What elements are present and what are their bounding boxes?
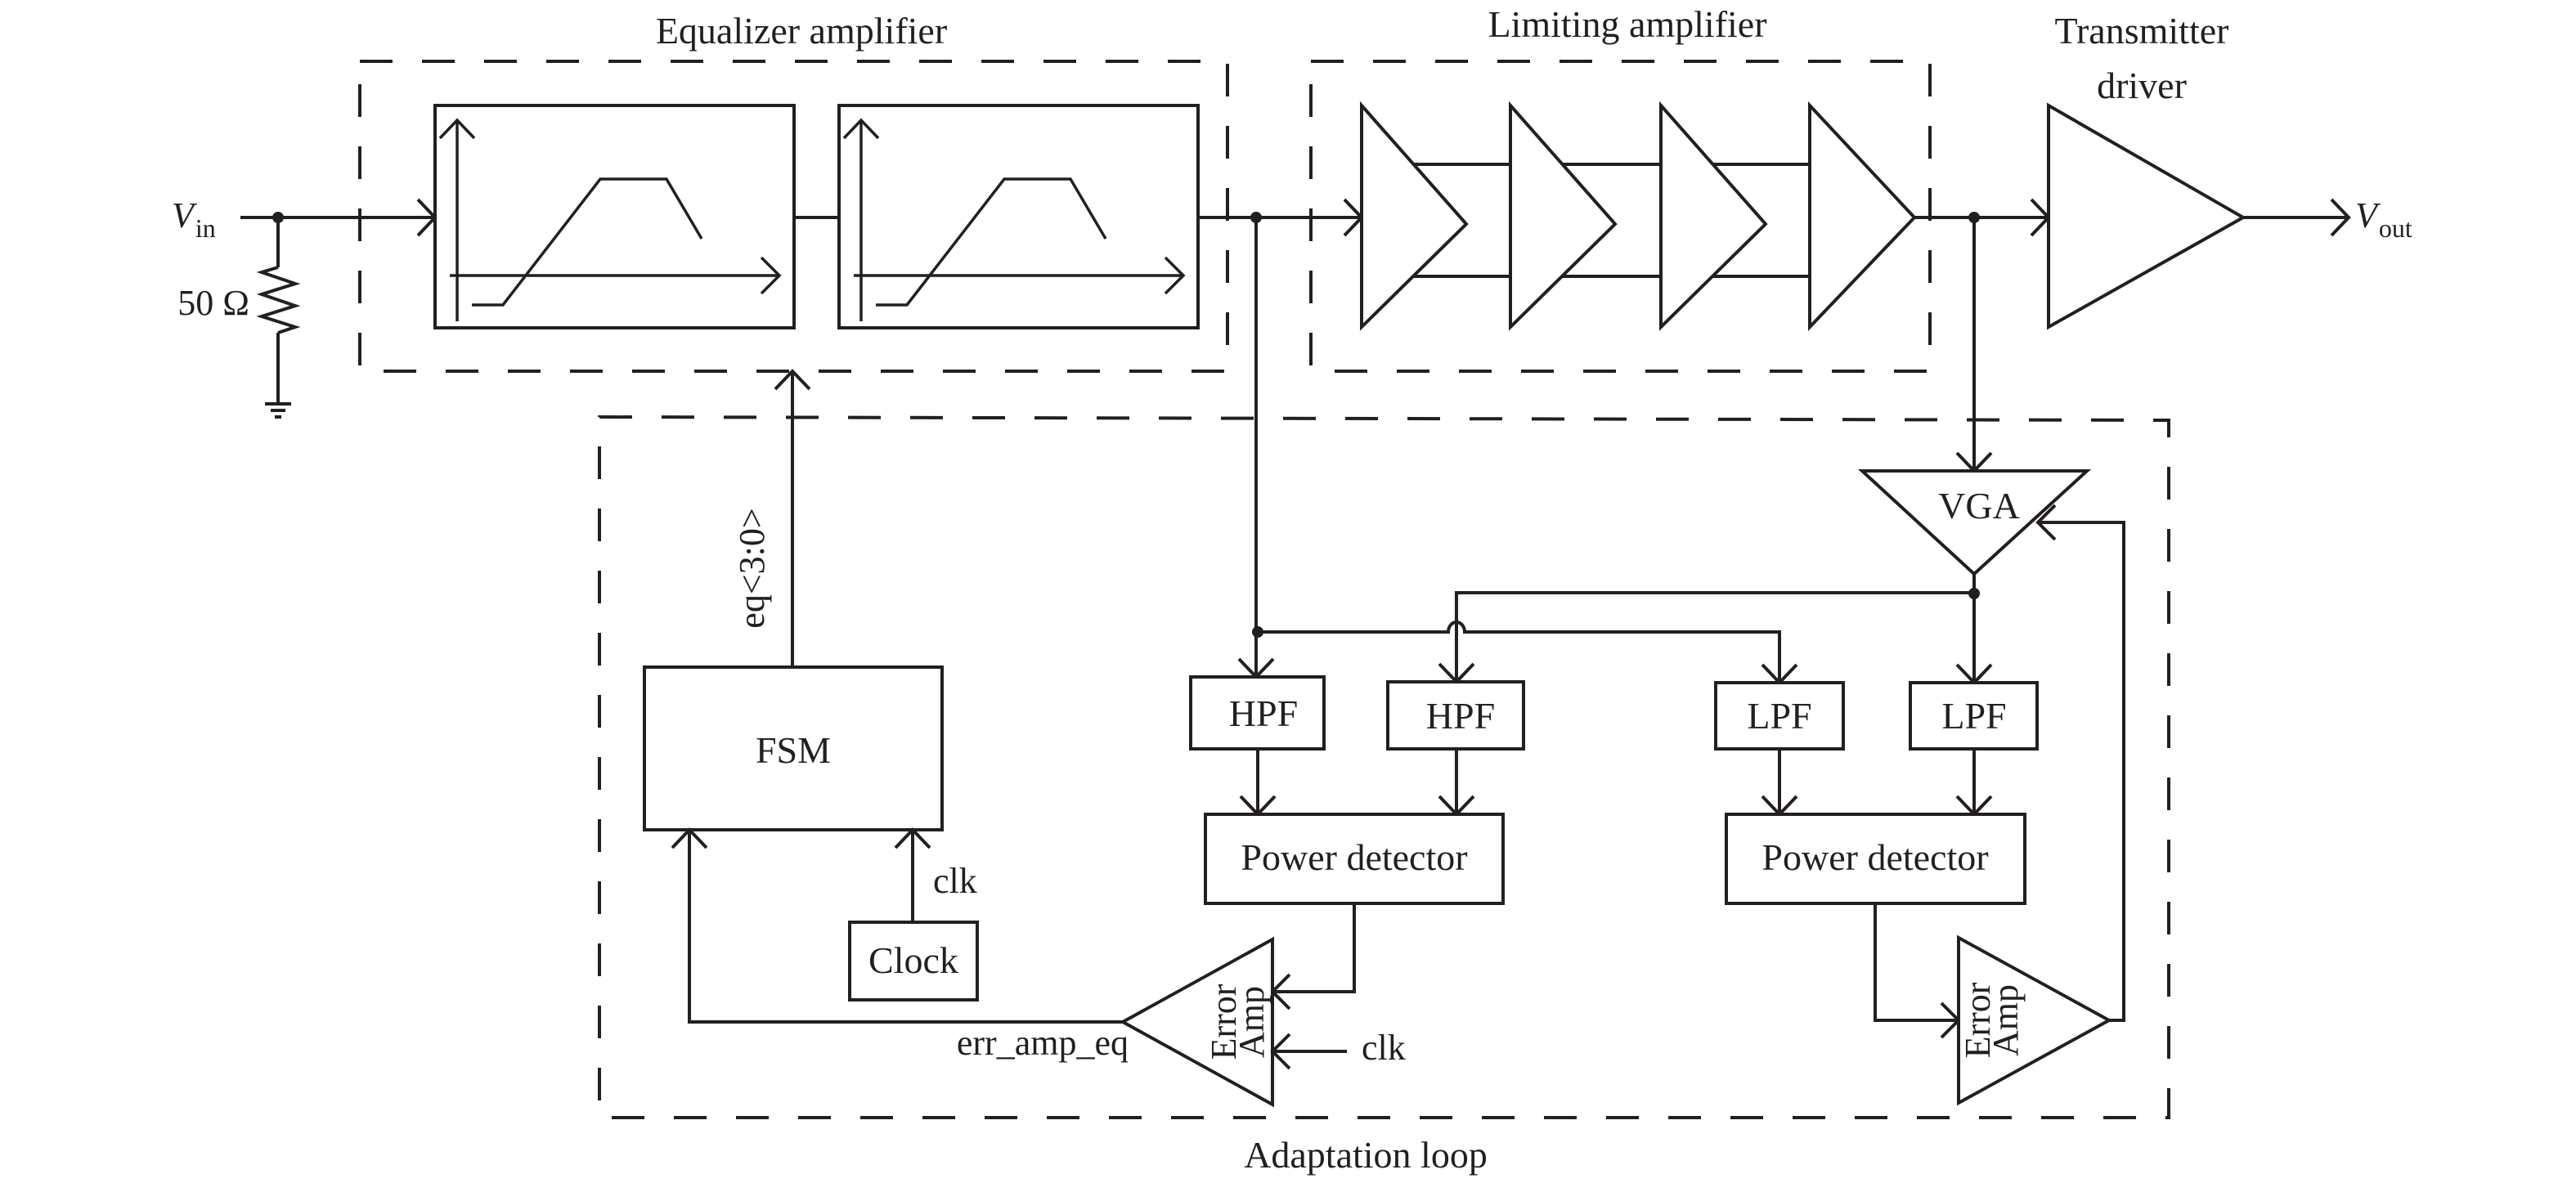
error-amp2-label-line1: Error: [1958, 982, 1998, 1058]
clock-label: Clock: [868, 939, 958, 981]
limiting-stage-4: [1808, 101, 1917, 331]
equalizer-stage-box: [837, 104, 1200, 329]
clk-err-arrowhead: [1270, 1033, 1291, 1070]
error-amp1-label-line2: Amp: [1232, 986, 1272, 1058]
clock-block: [848, 921, 979, 1002]
vga-label: VGA: [1938, 485, 2020, 527]
error-amp2-label-line2: Amp: [1986, 984, 2026, 1056]
limiting-stage-3: [1659, 101, 1768, 331]
error-amp2-triangle: [1957, 934, 2113, 1106]
hpf-to-lpf1-wire: [1258, 621, 1781, 683]
pd1-err-wire: [1272, 903, 1356, 993]
eq-bus-arrowhead: [774, 369, 811, 391]
pd1-label: Power detector: [1241, 836, 1467, 878]
y-axis-arrowhead: [842, 118, 880, 140]
fsm-label: FSM: [756, 729, 831, 771]
resistor-icon: [256, 266, 301, 334]
adaptation-title: Adaptation loop: [1244, 1134, 1488, 1176]
frequency-response-curve: [472, 177, 703, 307]
clk-fsm-label: clk: [933, 861, 977, 901]
vga-to-hpf2-wire: [1455, 591, 1974, 682]
vout-sub: out: [2379, 213, 2412, 243]
vout-arrowhead: [2330, 198, 2351, 237]
vout-label: Vout: [2355, 195, 2412, 243]
vin-main: V: [172, 195, 198, 235]
vin-sub: in: [195, 213, 216, 243]
err-eq-arrowhead: [671, 827, 708, 849]
equalizer-stage-1: [433, 104, 796, 329]
ground-icon: [265, 402, 291, 419]
equalizer-title: Equalizer amplifier: [656, 10, 947, 52]
pd2-label: Power detector: [1761, 836, 1988, 878]
vin-label: Vin: [172, 195, 216, 243]
equalizer-stage-2: [837, 104, 1200, 329]
y-axis-arrowhead: [438, 118, 476, 140]
x-axis-arrowhead: [760, 256, 782, 295]
transmitter-driver-triangle: [2047, 102, 2247, 330]
eq-bus-label: eq<3:0>: [732, 508, 772, 628]
clk-err-label: clk: [1362, 1028, 1406, 1068]
limiting-stage-1: [1360, 101, 1469, 331]
limiting-stages: [1360, 101, 1917, 331]
pd2-block: [1725, 813, 2026, 905]
vga-output-node: [1968, 588, 1980, 599]
driver-title-line1: Transmitter: [2055, 10, 2229, 52]
resistor-label: 50 Ω: [177, 283, 249, 323]
x-axis-arrowhead: [1164, 256, 1186, 295]
lpf1-label: LPF: [1747, 695, 1811, 737]
pd1-block: [1204, 813, 1505, 905]
hpf2-label: HPF: [1426, 695, 1495, 737]
vga-triangle: [1857, 469, 2092, 576]
error-amp1-label-line1: Error: [1204, 984, 1244, 1060]
clk-fsm-arrowhead: [894, 827, 931, 849]
hpf1-label: HPF: [1229, 692, 1298, 734]
limiting-title: Limiting amplifier: [1488, 3, 1766, 45]
equalizer-stage-box: [433, 104, 796, 329]
err-eq-label: err_amp_eq: [957, 1023, 1129, 1063]
vout-main: V: [2355, 195, 2381, 235]
adaptation-boundary: [598, 414, 2170, 1119]
limiting-stage-2: [1509, 101, 1618, 331]
fsm-block: [643, 665, 944, 831]
lpf2-label: LPF: [1941, 695, 2006, 737]
lpf2-block: [1909, 681, 2039, 751]
equalizer-stages: [433, 104, 1200, 329]
err2-vga-arrowhead: [2035, 504, 2057, 541]
err2-vga-wire: [2038, 521, 2125, 1022]
frequency-response-curve: [876, 177, 1107, 307]
err-eq-wire: [688, 830, 1123, 1024]
pd2-err-wire: [1874, 903, 1959, 1022]
driver-title-line2: driver: [2097, 65, 2187, 106]
error-amp1-triangle: [1119, 936, 1274, 1108]
